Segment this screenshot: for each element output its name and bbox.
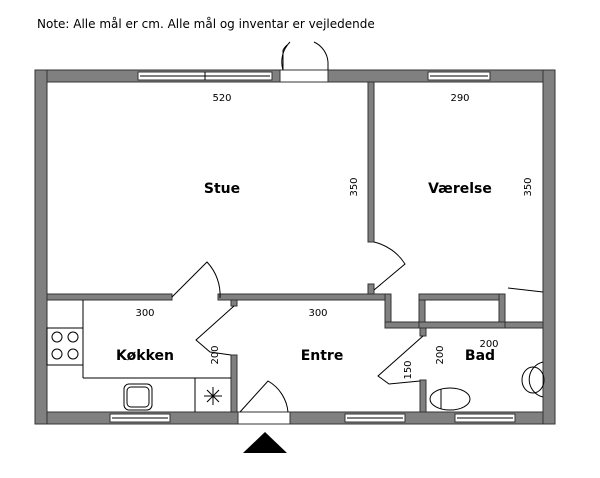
door-entrance (237, 411, 291, 425)
door-kokken (195, 305, 235, 356)
stove-icon (46, 327, 84, 366)
outer-walls (34, 69, 556, 425)
windows (109, 71, 516, 423)
room-label-entre: Entre (301, 348, 344, 364)
stue-width: 520 (212, 93, 231, 104)
door-vaerelse (373, 241, 406, 291)
entre-depth: 150 (403, 360, 414, 379)
room-label-kokken: Køkken (116, 348, 174, 364)
room-label-vaerelse: Værelse (428, 181, 492, 197)
toilet-icon (429, 387, 471, 411)
door-balcony (279, 69, 329, 83)
stue-depth: 350 (349, 177, 360, 196)
vaerelse-depth: 350 (523, 177, 534, 196)
fridge-icon (204, 387, 222, 405)
washbasin-icon (528, 361, 544, 398)
room-label-bad: Bad (465, 348, 495, 364)
interior-walls (46, 81, 544, 413)
plan-note: Note: Alle mål er cm. Alle mål og invent… (37, 17, 375, 31)
entre-width: 300 (308, 308, 327, 319)
kokken-width: 300 (135, 308, 154, 319)
sink-icon (123, 383, 153, 411)
room-label-stue: Stue (204, 181, 240, 197)
doors (171, 41, 424, 453)
kokken-depth: 200 (210, 345, 221, 364)
door-stue (171, 261, 221, 299)
bath-fixtures (429, 287, 545, 411)
door-bad (377, 335, 424, 385)
bad-width: 200 (479, 339, 498, 350)
bad-depth: 200 (435, 345, 446, 364)
kitchen-fixtures (46, 300, 231, 412)
entrance-arrow-icon (243, 432, 287, 453)
vaerelse-width: 290 (450, 93, 469, 104)
